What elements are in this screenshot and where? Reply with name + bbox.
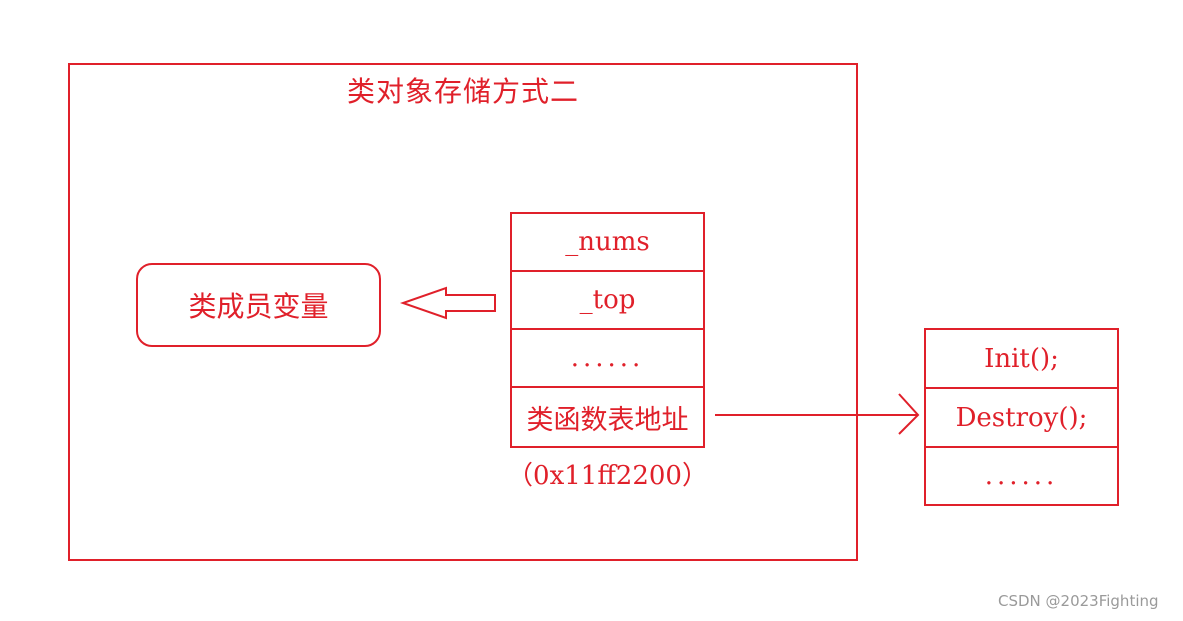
pointer-arrow-head <box>898 393 920 435</box>
object-storage-frame <box>68 63 858 561</box>
function-ellipsis: ...... <box>984 461 1059 491</box>
function-table-address-value: （0x11ff2200） <box>507 461 708 491</box>
function-table: Init(); Destroy(); ...... <box>924 328 1119 506</box>
field-function-table-address: 类函数表地址 <box>526 404 689 436</box>
member-variables-label: 类成员变量 <box>188 290 329 323</box>
object-layout-table: _nums _top ...... 类函数表地址 <box>510 212 705 448</box>
diagram-title: 类对象存储方式二 <box>346 75 579 108</box>
hollow-arrow-left <box>399 286 496 320</box>
field-top: _top <box>512 272 703 330</box>
function-init: Init(); <box>926 330 1117 389</box>
field-nums: _nums <box>512 214 703 272</box>
field-ellipsis: ...... <box>512 330 703 388</box>
function-destroy: Destroy(); <box>926 389 1117 448</box>
member-variables-node: 类成员变量 <box>136 263 381 347</box>
watermark: CSDN @2023Fighting <box>998 592 1159 610</box>
